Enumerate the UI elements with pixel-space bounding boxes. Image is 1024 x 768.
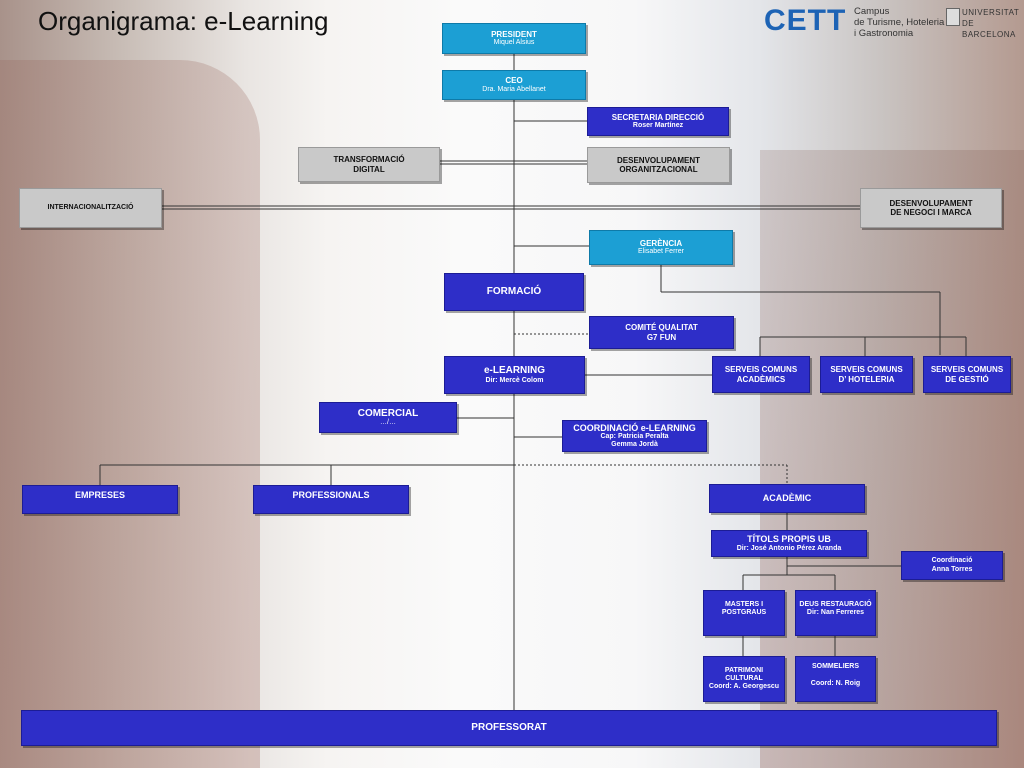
node-line: DEUS RESTAURACIÓ (799, 601, 872, 608)
ub-shield-icon (946, 8, 960, 26)
node-title: INTERNACIONALITZACIÓ (47, 203, 134, 211)
node-ceo[interactable]: CEO Dra. Maria Abellanet (442, 70, 586, 100)
node-line: CULTURAL (725, 674, 763, 682)
node-line: POSTGRAUS (721, 609, 767, 617)
node-line: PATRIMONI (724, 666, 764, 674)
node-sommeliers[interactable]: SOMMELIERS Coord: N. Roig (795, 656, 876, 702)
node-secretaria-direccio[interactable]: SECRETARIA DIRECCIÓ Roser Martínez (587, 107, 729, 136)
node-academic[interactable]: ACADÈMIC (709, 484, 865, 513)
node-line: ACADÈMICS (736, 374, 786, 384)
node-title: PROFESSIONALS (292, 490, 370, 500)
node-line: DESENVOLUPAMENT (617, 155, 700, 165)
node-person: Gemma Jordà (611, 441, 658, 449)
node-line: TRANSFORMACIÓ (333, 155, 405, 165)
node-line: Anna Torres (931, 565, 973, 573)
node-serveis-comuns-academics[interactable]: SERVEIS COMUNS ACADÈMICS (712, 356, 810, 393)
node-comercial[interactable]: COMERCIAL …/… (319, 402, 457, 433)
node-e-learning[interactable]: e-LEARNING Dir: Mercè Colom (444, 356, 585, 394)
node-internacionalitzacio[interactable]: INTERNACIONALITZACIÓ (19, 188, 162, 228)
node-masters-postgraus[interactable]: MASTERS I POSTGRAUS (703, 590, 785, 636)
node-title: GERÈNCIA (639, 238, 683, 248)
node-serveis-comuns-hoteleria[interactable]: SERVEIS COMUNS D’ HOTELERIA (820, 356, 913, 393)
node-line: G7 FUN (646, 332, 677, 342)
node-titols-propis-ub[interactable]: TÍTOLS PROPIS UB Dir: José Antonio Pérez… (711, 530, 867, 557)
node-title: CEO (505, 76, 523, 86)
node-title: e-LEARNING (483, 365, 546, 377)
node-line: MASTERS I (724, 601, 764, 608)
node-line: DE GESTIÓ (945, 374, 989, 384)
node-line: Coord: A. Georgescu (708, 683, 780, 691)
node-coordinacio-e-learning[interactable]: COORDINACIÓ e-LEARNING Cap: Patricia Per… (562, 420, 707, 452)
node-person: Roser Martínez (632, 122, 684, 130)
node-line: D’ HOTELERIA (838, 374, 895, 384)
node-title: ACADÈMIC (762, 493, 812, 504)
page-title: Organigrama: e-Learning (38, 6, 329, 36)
node-formacio[interactable]: FORMACIÓ (444, 273, 584, 311)
node-line: SERVEIS COMUNS (830, 365, 903, 375)
node-title: PROFESSORAT (471, 722, 547, 734)
node-line: Coordinació (931, 557, 973, 565)
node-title: COORDINACIÓ e-LEARNING (573, 422, 696, 433)
node-line: SOMMELIERS (811, 663, 860, 670)
node-person: Dir: José Antonio Pérez Aranda (736, 544, 842, 552)
node-professorat[interactable]: PROFESSORAT (21, 710, 997, 746)
node-gerencia[interactable]: GERÈNCIA Elisabet Ferrer (589, 230, 733, 265)
node-person: …/… (380, 419, 396, 427)
node-line: Coord: N. Roig (810, 680, 861, 688)
node-line: DIGITAL (353, 164, 385, 174)
node-title: SECRETARIA DIRECCIÓ (611, 112, 705, 122)
node-coordinacio-anna-torres[interactable]: Coordinació Anna Torres (901, 551, 1003, 580)
campus-text: Campus de Turisme, Hoteleria i Gastronom… (854, 6, 945, 39)
node-title: FORMACIÓ (486, 286, 542, 298)
node-line: SERVEIS COMUNS (930, 365, 1004, 375)
node-person: Cap: Patricia Peralta (600, 433, 669, 441)
node-serveis-comuns-gestio[interactable]: SERVEIS COMUNS DE GESTIÓ (923, 356, 1011, 393)
node-line: DESENVOLUPAMENT (889, 198, 973, 208)
node-empreses[interactable]: EMPRESES (22, 485, 178, 514)
node-patrimoni-cultural[interactable]: PATRIMONI CULTURAL Coord: A. Georgescu (703, 656, 785, 702)
node-president[interactable]: PRESIDENT Miquel Alsius (442, 23, 586, 54)
node-deus-restauracio[interactable]: DEUS RESTAURACIÓ Dir: Nan Ferreres (795, 590, 876, 636)
node-desenvolupament-organitzacional[interactable]: DESENVOLUPAMENT ORGANITZACIONAL (587, 147, 730, 183)
node-line: ORGANITZACIONAL (619, 165, 698, 174)
node-title: COMERCIAL (357, 407, 419, 419)
cett-logo: CETT (764, 4, 847, 37)
node-title: PRESIDENT (491, 29, 537, 39)
node-line: DE NEGOCI I MARCA (890, 208, 972, 217)
node-person: Dra. Maria Abellanet (482, 85, 546, 93)
node-transformacio-digital[interactable]: TRANSFORMACIÓ DIGITAL (298, 147, 440, 182)
node-person: Elisabet Ferrer (638, 248, 684, 256)
node-title: TÍTOLS PROPIS UB (747, 534, 831, 545)
ub-logo-text: UNIVERSITAT DE BARCELONA (962, 8, 1020, 39)
node-person: Miquel Alsius (493, 39, 535, 47)
node-title: EMPRESES (74, 490, 125, 500)
node-professionals[interactable]: PROFESSIONALS (253, 485, 409, 514)
node-comite-qualitat[interactable]: COMITÉ QUALITAT G7 FUN (589, 316, 734, 349)
node-desenvolupament-negoci[interactable]: DESENVOLUPAMENT DE NEGOCI I MARCA (860, 188, 1002, 228)
node-line: SERVEIS COMUNS (724, 365, 798, 375)
node-person: Dir: Mercè Colom (485, 376, 544, 384)
logo: CETT Campus de Turisme, Hoteleria i Gast… (764, 4, 1020, 39)
node-line: Dir: Nan Ferreres (806, 609, 865, 617)
node-line: COMITÉ QUALITAT (625, 323, 698, 333)
